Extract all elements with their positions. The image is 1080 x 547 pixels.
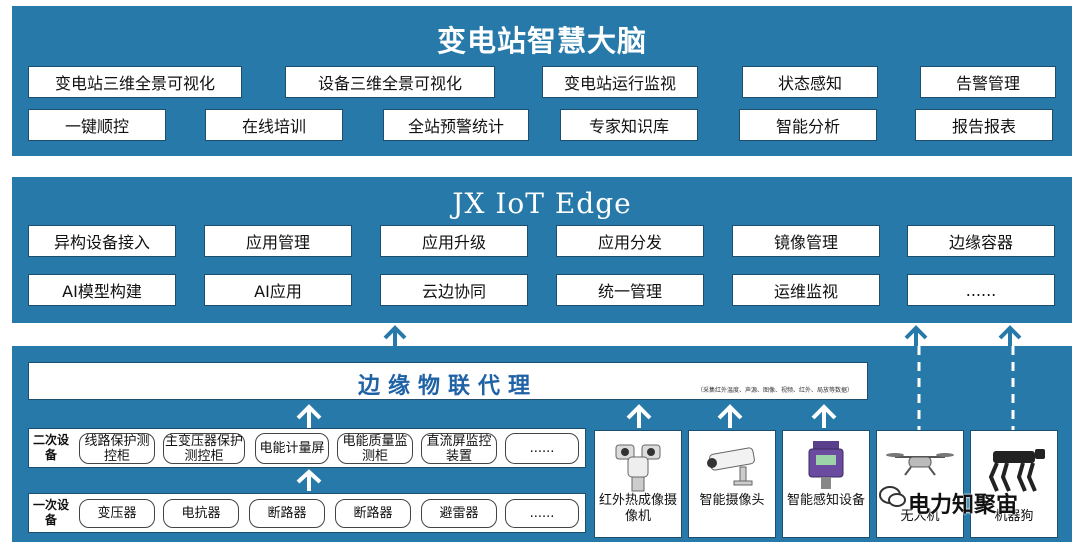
dashed-link-line (917, 346, 921, 430)
secondary-item[interactable]: 直流屏监控装置 (421, 433, 497, 464)
brain-item[interactable]: 告警管理 (920, 66, 1056, 98)
device-caption: 智能感知设备 (786, 493, 865, 508)
drone-icon (886, 453, 954, 476)
arrow-up-icon (998, 325, 1022, 347)
device-card-smart-camera[interactable]: 智能摄像头 (688, 430, 776, 538)
brain-item[interactable]: 专家知识库 (560, 109, 698, 141)
device-caption: 红外热成像摄像机 (598, 493, 677, 524)
secondary-item[interactable]: 电能质量监测柜 (337, 433, 413, 464)
edge-iot-proxy[interactable]: 边缘物联代理 （采集红外温度、声源、图像、视频、红外、局放等数据） (28, 362, 868, 400)
arrow-up-icon (296, 469, 322, 491)
primary-label: 一次设备 (33, 498, 70, 527)
brain-item[interactable]: 一键顺控 (28, 109, 166, 141)
primary-item[interactable]: 断路器 (249, 499, 325, 528)
smart-camera-icon (707, 447, 755, 486)
iot-edge-panel: JX IoT Edge 异构设备接入 应用管理 应用升级 应用分发 镜像管理 边… (12, 177, 1072, 323)
device-card-thermal-camera[interactable]: 红外热成像摄像机 (594, 430, 682, 538)
primary-item[interactable]: 电抗器 (163, 499, 239, 528)
secondary-item[interactable]: ...... (505, 433, 579, 464)
wechat-icon (879, 486, 906, 507)
arrow-up-icon (904, 325, 928, 347)
arrow-up-icon (717, 404, 743, 428)
brain-item[interactable]: 状态感知 (742, 66, 878, 98)
secondary-label: 二次设备 (33, 433, 70, 462)
device-card-robot-dog[interactable]: 机器狗 (970, 430, 1058, 538)
gas-sensor-icon (808, 441, 844, 489)
watermark-text: 电力知聚宙 (908, 493, 1019, 518)
robot-dog-icon (988, 449, 1045, 492)
primary-item[interactable]: 变压器 (79, 499, 155, 528)
smart-brain-panel: 变电站智慧大脑 变电站三维全景可视化 设备三维全景可视化 变电站运行监视 状态感… (12, 6, 1072, 156)
primary-item[interactable]: ...... (505, 499, 579, 528)
edge-item[interactable]: 镜像管理 (732, 225, 880, 257)
brain-item[interactable]: 全站预警统计 (383, 109, 529, 141)
edge-item[interactable]: AI模型构建 (28, 274, 176, 306)
secondary-equipment-row: 二次设备 线路保护测控柜 主变压器保护测控柜 电能计量屏 电能质量监测柜 直流屏… (28, 428, 586, 468)
dashed-link-line (1011, 346, 1015, 430)
brain-item[interactable]: 智能分析 (739, 109, 877, 141)
brain-item[interactable]: 报告报表 (915, 109, 1053, 141)
arrow-up-icon (811, 404, 837, 428)
primary-item[interactable]: 断路器 (335, 499, 411, 528)
arrow-up-icon (296, 404, 322, 428)
edge-item[interactable]: 云边协同 (380, 274, 528, 306)
thermal-camera-icon (615, 444, 661, 492)
edge-item[interactable]: 异构设备接入 (28, 225, 176, 257)
secondary-item[interactable]: 线路保护测控柜 (79, 433, 155, 464)
brain-item[interactable]: 变电站三维全景可视化 (28, 66, 242, 98)
brain-item[interactable]: 变电站运行监视 (542, 66, 698, 98)
device-caption: 机器狗 (994, 509, 1034, 524)
arrow-up-icon (626, 404, 652, 428)
edge-item[interactable]: 统一管理 (556, 274, 704, 306)
proxy-note: （采集红外温度、声源、图像、视频、红外、局放等数据） (696, 387, 853, 394)
arrow-up-icon (383, 325, 407, 347)
iot-edge-title: JX IoT Edge (452, 187, 632, 220)
edge-item[interactable]: 运维监视 (732, 274, 880, 306)
device-card-drone[interactable]: 无人机 (876, 430, 964, 538)
secondary-item[interactable]: 电能计量屏 (255, 433, 329, 464)
edge-item[interactable]: ...... (907, 274, 1055, 306)
edge-item[interactable]: 应用管理 (204, 225, 352, 257)
brain-item[interactable]: 在线培训 (205, 109, 343, 141)
device-caption: 智能摄像头 (699, 493, 765, 508)
primary-equipment-row: 一次设备 变压器 电抗器 断路器 断路器 避雷器 ...... (28, 493, 586, 533)
device-caption: 无人机 (900, 509, 940, 524)
edge-item[interactable]: 应用升级 (380, 225, 528, 257)
smart-brain-title: 变电站智慧大脑 (436, 24, 647, 58)
edge-item[interactable]: 应用分发 (556, 225, 704, 257)
primary-item[interactable]: 避雷器 (421, 499, 497, 528)
brain-item[interactable]: 设备三维全景可视化 (285, 66, 495, 98)
edge-item[interactable]: AI应用 (204, 274, 352, 306)
device-layer-panel: 边缘物联代理 （采集红外温度、声源、图像、视频、红外、局放等数据） 二次设备 线… (12, 346, 1072, 542)
proxy-title: 边缘物联代理 (357, 374, 538, 399)
secondary-item[interactable]: 主变压器保护测控柜 (163, 433, 245, 464)
device-card-smart-sensor[interactable]: 智能感知设备 (782, 430, 870, 538)
edge-item[interactable]: 边缘容器 (907, 225, 1055, 257)
